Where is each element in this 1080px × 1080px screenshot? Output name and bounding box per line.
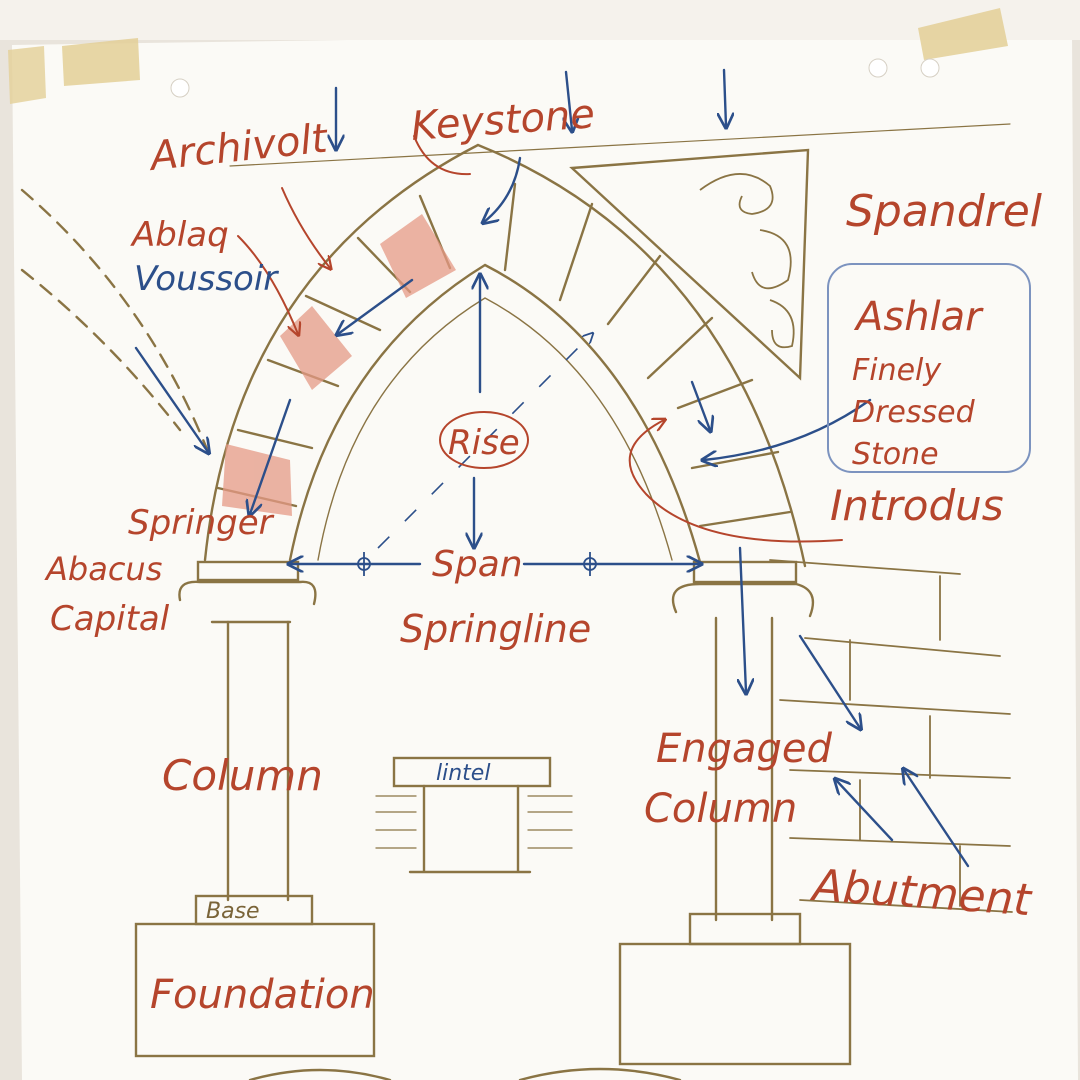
label-abacus: Abacus	[44, 550, 162, 588]
label-stone: Stone	[852, 437, 939, 472]
label-base: Base	[206, 899, 260, 924]
tape-right	[918, 8, 1008, 60]
label-springline: Springline	[400, 607, 591, 651]
label-span: Span	[432, 544, 523, 585]
pointer-archivolt	[281, 187, 330, 268]
pointer-ablaq	[237, 235, 298, 334]
arrow-ashlar	[704, 398, 872, 460]
labels: Archivolt Keystone Ablaq Voussoir Spandr…	[44, 91, 1043, 1018]
voussoir-joint	[503, 182, 517, 272]
label-voussoir: Voussoir	[134, 259, 279, 299]
lower-arch-hint	[248, 1067, 682, 1080]
right-column	[714, 616, 774, 922]
vault-rib	[20, 188, 214, 464]
arrow-abutment-2	[904, 770, 970, 868]
keystone-underline	[413, 135, 471, 176]
label-engaged: Engaged	[656, 726, 833, 772]
left-foundation	[134, 922, 376, 1058]
arrow-keystone	[484, 156, 522, 222]
rise-circle	[439, 411, 529, 469]
label-ablaq: Ablaq	[130, 215, 229, 255]
arrow-voussoir	[338, 278, 414, 334]
springline-marks	[357, 552, 597, 576]
voussoir-joint	[236, 428, 314, 450]
label-engaged-column: Column	[644, 786, 797, 832]
punch-hole	[170, 78, 190, 98]
label-capital: Capital	[50, 599, 170, 639]
arrow-engaged-column	[740, 546, 746, 692]
label-dressed: Dressed	[852, 395, 976, 430]
tape-left-edge	[8, 46, 46, 104]
label-foundation: Foundation	[150, 972, 375, 1018]
lintel-opening	[408, 784, 532, 874]
label-rise: Rise	[448, 423, 520, 463]
spandrel-ornament	[699, 173, 795, 349]
arrow-spandrel-top	[724, 68, 726, 126]
arrow-abutment-1	[836, 780, 894, 842]
left-column	[226, 620, 290, 902]
left-capital	[178, 580, 317, 606]
upper-sheet-edge	[0, 0, 1080, 40]
label-column: Column	[162, 751, 323, 800]
label-ashlar: Ashlar	[853, 294, 984, 340]
label-spandrel: Spandrel	[846, 186, 1043, 237]
lintel-masonry	[375, 795, 573, 849]
arrow-introdus-voussoir	[690, 380, 710, 430]
arrow-engaged-to-abutment	[798, 634, 860, 728]
spandrel-panel	[569, 148, 810, 381]
abutment-masonry	[769, 559, 1013, 913]
voussoir-joint	[558, 202, 594, 302]
top-guide-line	[229, 123, 1011, 167]
rise-diagonal	[377, 334, 592, 549]
arch-outer-curve	[203, 143, 807, 568]
pointer-introdus	[628, 420, 843, 543]
right-capital	[671, 582, 815, 618]
voussoir-joint	[304, 294, 382, 332]
vault-rib	[20, 268, 182, 432]
voussoir-joint	[698, 510, 792, 528]
label-introdus: Introdus	[830, 481, 1004, 530]
arrow-springer	[250, 398, 292, 514]
right-foundation	[618, 942, 852, 1066]
blue-arrows	[134, 68, 970, 868]
label-finely: Finely	[852, 353, 942, 388]
punch-hole	[868, 58, 888, 78]
arrow-keystone-top	[566, 70, 572, 130]
arch-structure	[20, 123, 1013, 1080]
ashlar-callout-box	[827, 263, 1031, 473]
red-pointers	[237, 135, 843, 543]
tape-left	[62, 38, 140, 86]
punch-hole	[920, 58, 940, 78]
label-lintel: lintel	[436, 761, 490, 786]
lintel-beam	[392, 756, 552, 788]
voussoir-joint	[646, 316, 714, 380]
voussoir-joint	[606, 254, 662, 326]
voussoir-joint	[676, 378, 754, 410]
arrow-springer-rib	[134, 346, 208, 452]
label-springer: Springer	[128, 503, 275, 543]
arch-intrados-curve	[288, 263, 702, 564]
